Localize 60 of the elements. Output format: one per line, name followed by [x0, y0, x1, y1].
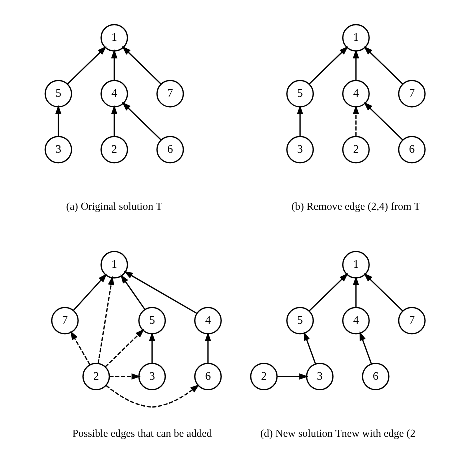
node-circle: 2	[82, 363, 110, 391]
arrow	[122, 102, 162, 141]
arrow	[122, 46, 162, 85]
node-circle: 2	[100, 136, 128, 164]
node-circle: 3	[138, 363, 166, 391]
arrow	[304, 332, 316, 364]
arrow	[353, 50, 360, 81]
arrow	[277, 374, 309, 380]
node-circle: 5	[44, 80, 72, 108]
arrow	[360, 332, 372, 364]
arrow	[111, 50, 118, 81]
node-circle: 1	[342, 251, 370, 279]
arrow	[120, 274, 146, 310]
node-circle: 7	[156, 80, 184, 108]
arrow	[73, 274, 108, 311]
arrow	[353, 105, 360, 136]
node-circle: 3	[286, 136, 314, 164]
arrow	[309, 273, 348, 312]
arrow	[110, 374, 141, 380]
node-circle: 2	[342, 136, 370, 164]
arrow	[106, 384, 200, 408]
node-circle: 5	[138, 307, 166, 335]
node-circle: 3	[306, 363, 334, 391]
arrow	[105, 329, 145, 368]
node-circle: 3	[44, 136, 72, 164]
arrow	[70, 331, 91, 366]
node-circle: 7	[398, 307, 426, 335]
label: (b) Remove edge (2,4) from T	[292, 201, 421, 214]
label: (d) New solution Tnew with edge (2	[260, 428, 416, 440]
node-circle: 6	[156, 136, 184, 164]
arrow	[309, 46, 348, 85]
arrow	[364, 46, 404, 85]
arrow	[205, 332, 212, 364]
arrow	[297, 105, 304, 136]
node-circle: 1	[342, 24, 370, 52]
label: (a) Original solution T	[66, 201, 163, 214]
node-circle: 7	[398, 80, 426, 108]
node-circle: 5	[286, 80, 314, 108]
node-circle: 4	[342, 80, 370, 108]
node-circle: 4	[342, 307, 370, 335]
node-circle: 6	[398, 136, 426, 164]
arrow	[364, 273, 404, 312]
node-circle: 5	[286, 307, 314, 335]
arrow	[67, 46, 107, 85]
arrow	[149, 332, 156, 364]
arrow	[364, 102, 404, 141]
arrow	[98, 276, 114, 364]
node-circle: 6	[362, 363, 390, 391]
arrow	[124, 271, 198, 314]
arrow	[55, 105, 62, 136]
node-circle: 1	[100, 251, 128, 279]
label: Possible edges that can be added	[72, 428, 212, 440]
node-circle: 4	[194, 307, 222, 335]
node-circle: 4	[100, 80, 128, 108]
node-circle: 2	[250, 363, 278, 391]
node-circle: 7	[51, 307, 79, 335]
arrow	[353, 276, 360, 308]
node-circle: 1	[100, 24, 128, 52]
node-circle: 6	[194, 363, 222, 391]
arrow	[111, 105, 118, 136]
